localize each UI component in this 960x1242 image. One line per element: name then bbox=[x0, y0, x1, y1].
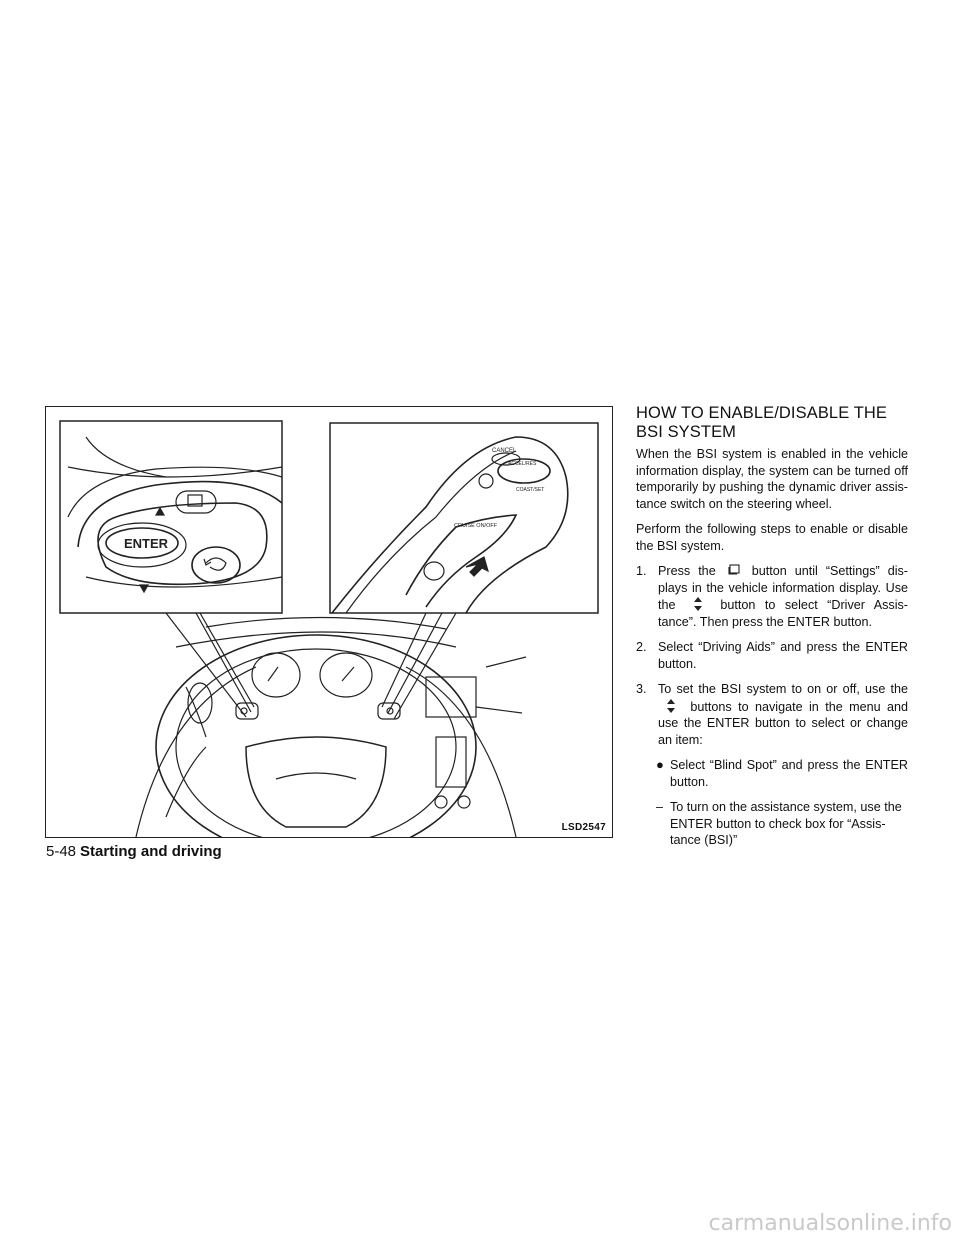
page-number: 5-48 bbox=[46, 843, 77, 860]
step-2: 2. Select “Driving Aids” and press the E… bbox=[636, 639, 908, 672]
dash-text: To turn on the assistance system, use th… bbox=[670, 800, 902, 847]
enter-label: ENTER bbox=[124, 536, 169, 551]
step-1: 1. Press the button until “Settings” dis… bbox=[636, 563, 908, 630]
heading-line-2: BSI SYSTEM bbox=[636, 423, 737, 441]
section-name: Starting and driving bbox=[80, 843, 222, 860]
bullet-icon: ● bbox=[656, 757, 664, 772]
steering-wheel-illustration: ENTER CANCEL ACCEL/RES COAST/SET CRUISE … bbox=[59, 420, 599, 837]
callout-lines bbox=[165, 612, 457, 720]
step-number: 3. bbox=[636, 682, 647, 696]
step-2-text: Select “Driving Aids” and press the ENTE… bbox=[658, 640, 908, 671]
intro-paragraph: When the BSI system is enabled in the ve… bbox=[636, 447, 908, 511]
section-content: HOW TO ENABLE/DISABLE THE BSI SYSTEM Whe… bbox=[636, 404, 908, 858]
step-number: 1. bbox=[636, 564, 647, 578]
bullet-item: ● Select “Blind Spot” and press the ENTE… bbox=[636, 757, 908, 790]
accel-res-label: ACCEL/RES bbox=[508, 461, 537, 467]
menu-button-icon bbox=[728, 564, 740, 575]
dash-icon: – bbox=[656, 800, 664, 814]
heading-line-1: HOW TO ENABLE/DISABLE THE bbox=[636, 404, 887, 422]
figure-code: LSD2547 bbox=[561, 822, 606, 833]
step-3: 3. To set the BSI system to on or off, u… bbox=[636, 681, 908, 748]
left-switch-detail bbox=[67, 436, 283, 594]
step-1-text-c: button to select “Driver Assis-tance”. T… bbox=[658, 598, 908, 629]
bullet-text: Select “Blind Spot” and press the ENTER … bbox=[670, 758, 908, 789]
cancel-label: CANCEL bbox=[492, 448, 517, 454]
dash-item: – To turn on the assistance system, use … bbox=[636, 799, 908, 849]
steering-wheel bbox=[135, 616, 527, 837]
illustration-figure: ENTER CANCEL ACCEL/RES COAST/SET CRUISE … bbox=[45, 406, 613, 838]
step-3-text-a: To set the BSI system to on or off, use … bbox=[658, 682, 908, 696]
step-number: 2. bbox=[636, 640, 647, 654]
section-heading: HOW TO ENABLE/DISABLE THE BSI SYSTEM bbox=[636, 404, 908, 442]
step-1-text-b: button until “Settings” dis-plays in the… bbox=[658, 564, 908, 612]
coast-set-label: COAST/SET bbox=[516, 487, 544, 493]
cruise-label: CRUISE ON/OFF bbox=[454, 523, 498, 529]
step-3-text-b: buttons to navigate in the menu and use … bbox=[658, 699, 909, 747]
step-1-text-a: Press the bbox=[658, 564, 716, 578]
lead-paragraph: Perform the following steps to enable or… bbox=[636, 522, 908, 553]
up-down-arrow-icon bbox=[693, 597, 702, 611]
up-down-arrow-icon bbox=[667, 698, 675, 713]
right-switch-detail bbox=[331, 436, 569, 614]
watermark: carmanualsonline.info bbox=[708, 1211, 952, 1236]
